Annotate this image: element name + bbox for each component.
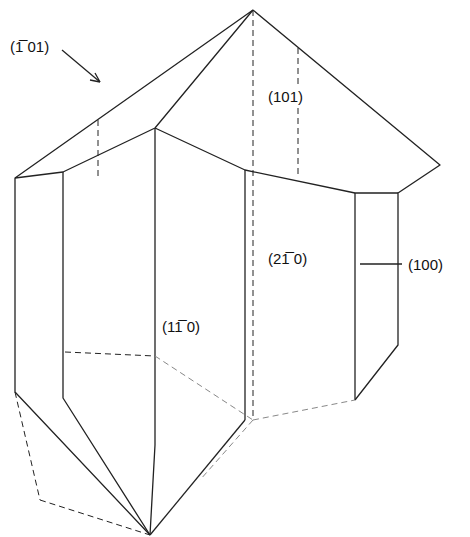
face-label: (101) (266, 88, 305, 107)
face-label: (11̅ 0) (160, 318, 202, 337)
face-label: (100) (406, 256, 445, 275)
face-label: (21̅ 0) (266, 250, 309, 269)
face-label: (1̅ 01) (8, 38, 51, 57)
